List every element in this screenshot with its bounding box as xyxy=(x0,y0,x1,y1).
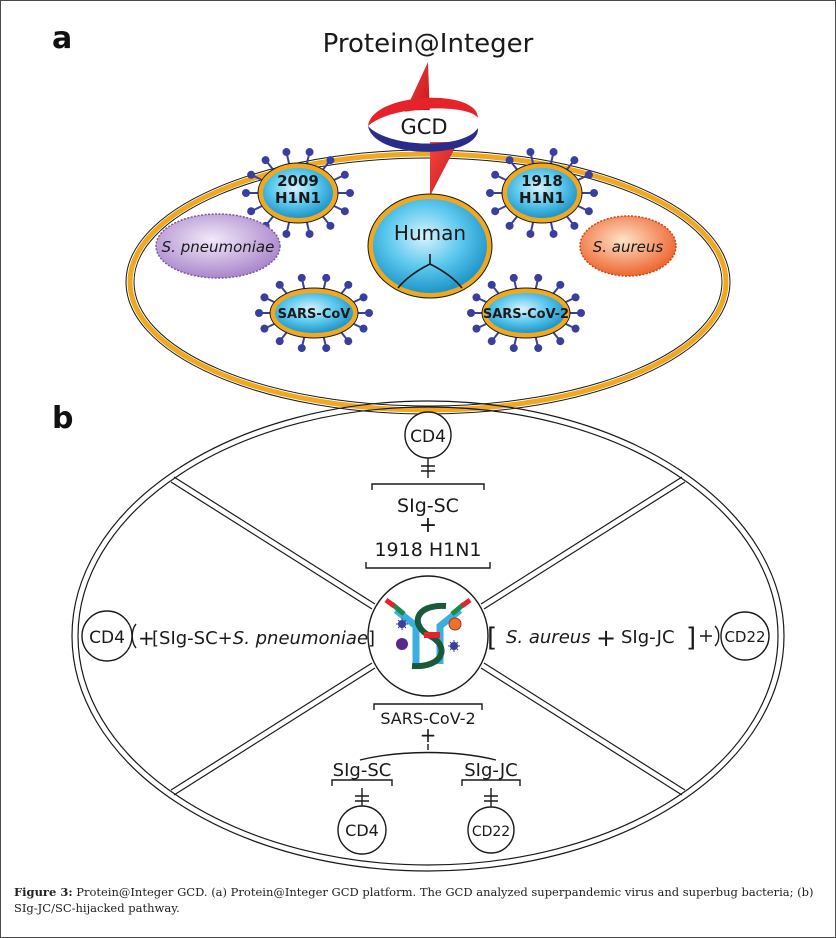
bottom-branch: SARS-CoV-2 + SIg-SC SIg-JC CD4 CD22 xyxy=(331,703,521,855)
top-branch: CD4 SIg-SC + 1918 H1N1 xyxy=(365,411,491,569)
antibody-complex-icon xyxy=(384,598,472,670)
caption-label: Figure 3: xyxy=(14,885,73,899)
left-branch: CD4 + [SIg-SC+S. pneumoniae] xyxy=(81,610,375,662)
bottom-cd4: CD4 xyxy=(345,821,379,840)
right-bracket-close: ] xyxy=(686,623,696,653)
right-cd22: CD22 xyxy=(724,628,765,646)
platform-title: Protein@Integer xyxy=(323,29,534,59)
s-pneumoniae-bacterium: S. pneumoniae xyxy=(155,213,281,279)
h1n1-1918-strain: H1N1 xyxy=(519,189,565,207)
human-label: Human xyxy=(394,221,466,245)
right-bracket-open: [ xyxy=(487,623,497,653)
virus-mini-icon xyxy=(396,618,408,630)
left-cd4: CD4 xyxy=(89,628,125,648)
s-aureus-label: S. aureus xyxy=(593,238,664,256)
top-cd4: CD4 xyxy=(410,427,446,447)
sars-cov-2-label: SARS-CoV-2 xyxy=(483,307,569,322)
top-sig-sc: SIg-SC xyxy=(397,495,459,517)
virus-h1n1-1918 xyxy=(486,148,598,238)
right-plus: + xyxy=(596,624,616,652)
bottom-plus: + xyxy=(420,723,437,747)
top-virus: 1918 H1N1 xyxy=(374,539,481,561)
h1n1-1918-year: 1918 xyxy=(521,172,563,190)
s-aureus-bacterium: S. aureus xyxy=(579,215,677,277)
caption-text: Protein@Integer GCD. (a) Protein@Integer… xyxy=(14,885,814,915)
bottom-virus: SARS-CoV-2 xyxy=(380,709,475,728)
panel-a-label: a xyxy=(52,21,72,56)
figure-canvas: a Protein@Integer GCD Human S. pneumonia… xyxy=(52,21,785,872)
virus-sars-cov-2 xyxy=(467,273,585,353)
s-pneumoniae-label: S. pneumoniae xyxy=(162,238,275,256)
bottom-cd22: CD22 xyxy=(472,824,510,840)
panel-b-label: b xyxy=(52,401,73,436)
bottom-sig-sc: SIg-SC xyxy=(333,760,392,781)
left-plus: + xyxy=(138,626,155,650)
right-s-aureus: S. aureus xyxy=(506,627,591,648)
h1n1-2009-year: 2009 xyxy=(277,172,319,190)
human-cell: Human xyxy=(367,193,493,299)
sars-cov-label: SARS-CoV xyxy=(278,307,351,322)
gcd-text: GCD xyxy=(400,115,447,139)
h1n1-2009-strain: H1N1 xyxy=(275,189,321,207)
left-formula: [SIg-SC+S. pneumoniae] xyxy=(152,628,375,649)
gcd-logo: GCD xyxy=(368,62,479,196)
virus-sars-cov xyxy=(255,273,373,353)
figure-caption: Figure 3: Protein@Integer GCD. (a) Prote… xyxy=(14,884,822,916)
bottom-sig-jc: SIg-JC xyxy=(464,760,518,781)
right-sig-jc: SIg-JC xyxy=(621,627,675,648)
platform-ring xyxy=(127,151,729,413)
virus-h1n1-2009 xyxy=(242,148,354,238)
right-branch: [ S. aureus + SIg-JC ] CD22 xyxy=(487,611,770,661)
virus-mini-icon xyxy=(448,640,460,652)
top-plus: + xyxy=(419,513,437,538)
